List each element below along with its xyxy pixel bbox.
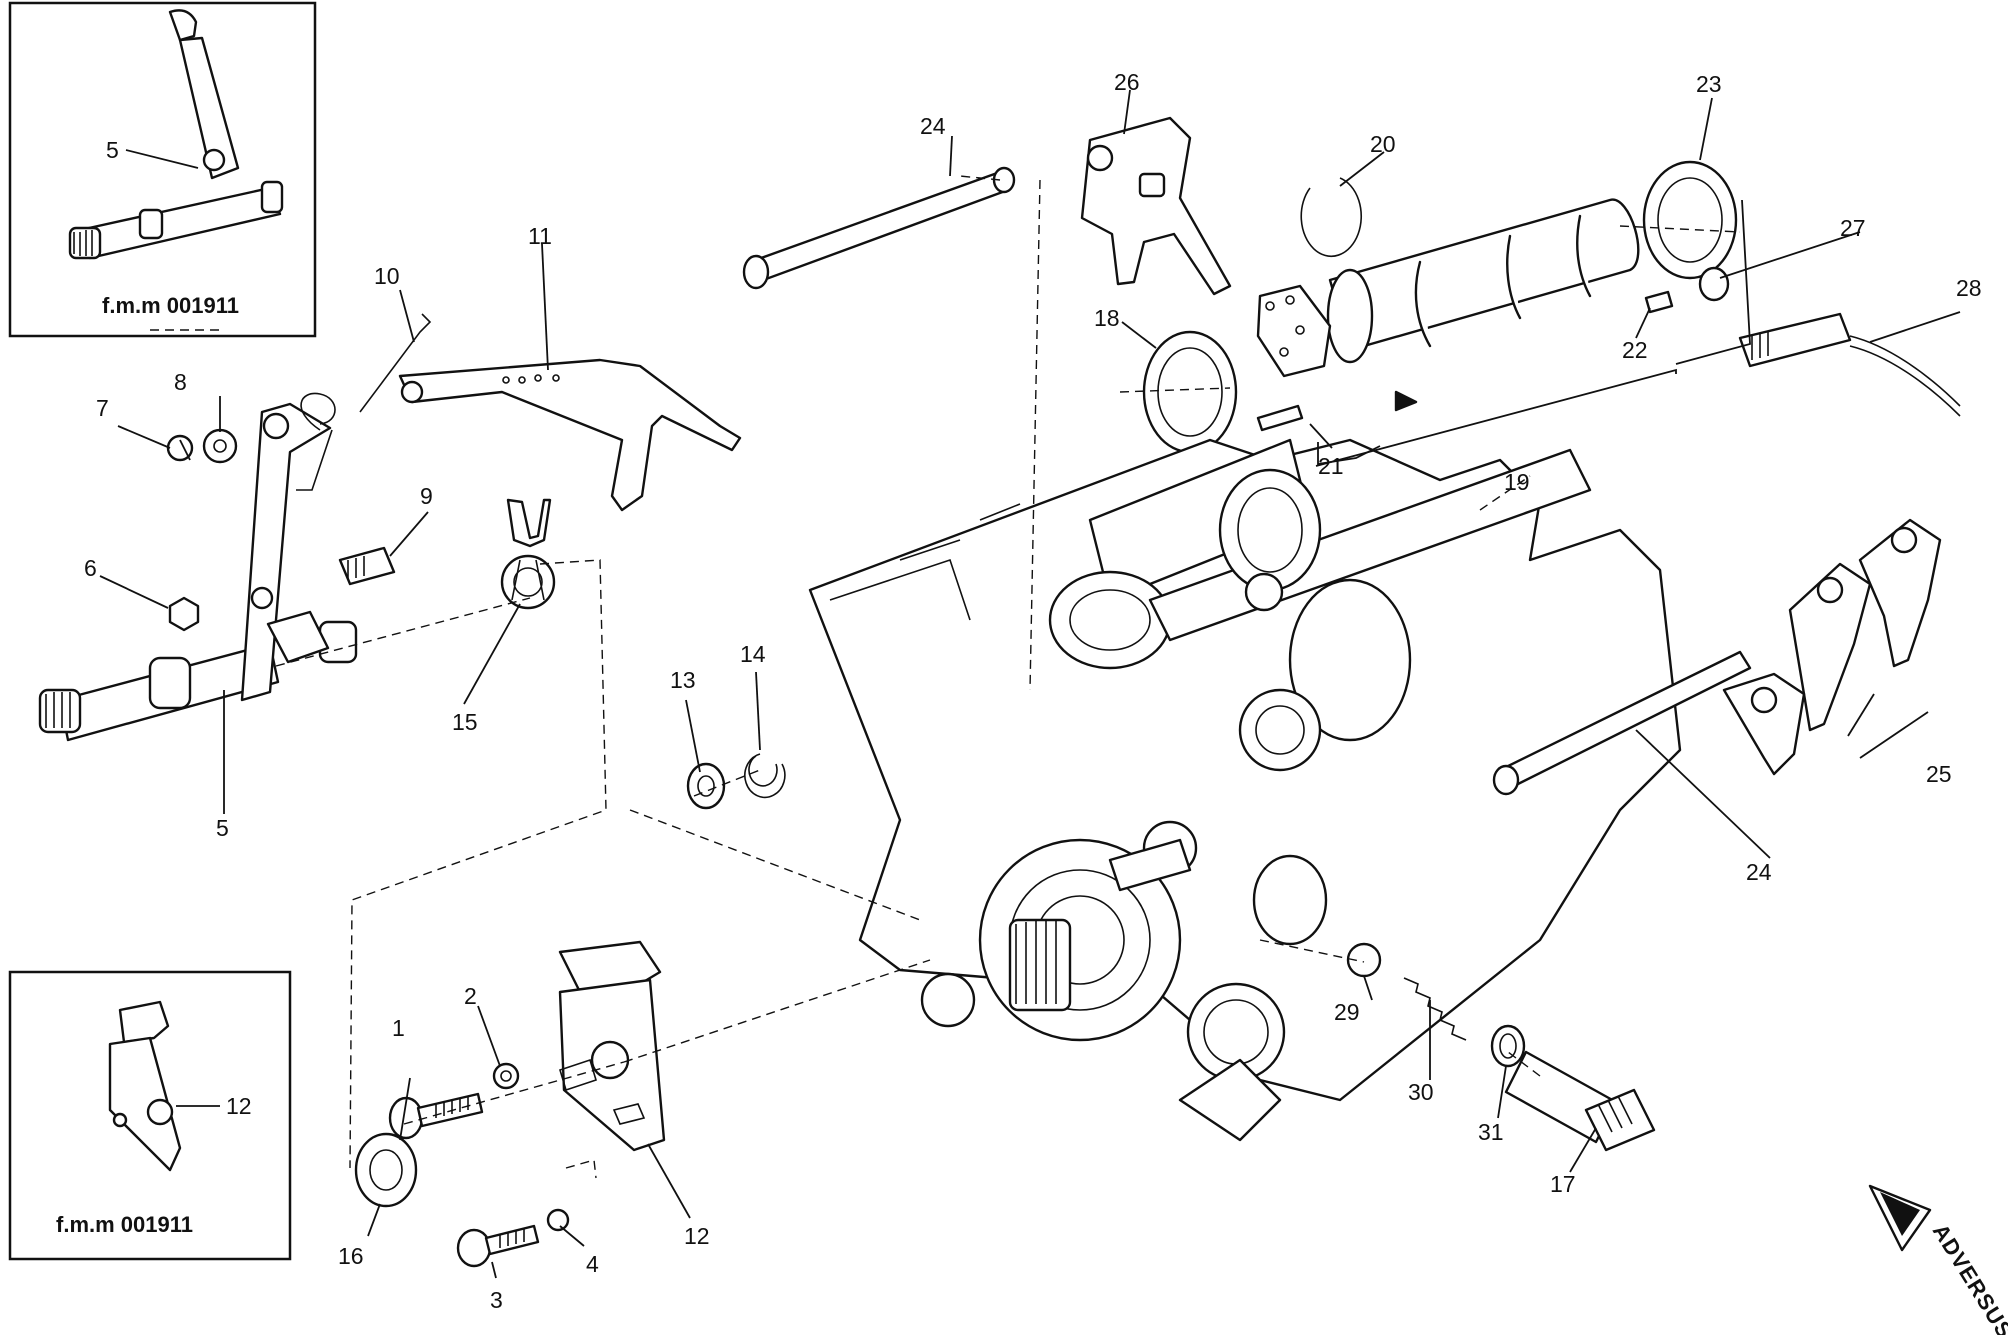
callout-8: 8 [174,369,187,395]
callout-19: 19 [1504,469,1530,495]
callout-17: 17 [1550,1171,1576,1197]
selector-drum-19 [1256,198,1640,412]
callout-18: 18 [1094,305,1120,331]
washers-13-14 [686,753,786,810]
spring-15 [500,498,556,610]
callout-14: 14 [740,641,766,667]
inset-1-caption: f.m.m 001911 [102,293,239,318]
inset-2-callout-12: 12 [226,1093,252,1119]
callout-25: 25 [1926,761,1952,787]
callout-2: 2 [464,983,477,1009]
inset-top-left: 5 f.m.m 001911 [8,1,317,338]
callout-15: 15 [452,709,478,735]
callout-5: 5 [216,815,229,841]
callout-1: 1 [392,1015,405,1041]
callout-3: 3 [490,1287,503,1313]
selector-claw-11 [398,358,742,512]
callout-9: 9 [420,483,433,509]
callout-20: 20 [1370,131,1396,157]
brand-logo: ADVERSUS [1868,1184,2008,1335]
callout-30: 30 [1408,1079,1434,1105]
callout-31: 31 [1478,1119,1504,1145]
bolts-and-washers [354,1062,570,1268]
inset-shift-lever-drawing [68,9,284,260]
callout-12: 12 [684,1223,710,1249]
callout-4: 4 [586,1251,599,1277]
callout-27: 27 [1840,215,1866,241]
callout-22: 22 [1622,337,1648,363]
small-parts-left [166,428,396,632]
dashed-axis-lines [275,175,1741,1179]
return-spring-10 [296,313,432,491]
callout-numbers: 1 2 3 4 5 6 7 8 9 10 11 12 13 14 15 16 1… [84,69,1982,1313]
callout-7: 7 [96,395,109,421]
shift-fork-rod-24-lower [1492,650,1752,796]
callout-10: 10 [374,263,400,289]
gearshift-shaft-assembly [38,402,358,742]
callout-26: 26 [1114,69,1140,95]
callout-23: 23 [1696,71,1722,97]
callout-21: 21 [1318,453,1344,479]
callout-11: 11 [528,223,552,249]
inset-2-caption: f.m.m 001911 [56,1212,193,1237]
fork-rod-24-top [742,166,1016,290]
callout-28: 28 [1956,275,1982,301]
brand-text: ADVERSUS [1928,1219,2008,1335]
crankcase [808,438,1682,1142]
shift-fork-26 [1080,116,1232,296]
leader-lines [99,89,1961,1279]
callout-13: 13 [670,667,696,693]
shift-forks-25 [1722,518,1942,776]
sensor-cable-27-28 [1738,312,1961,417]
inset-1-callout-5: 5 [106,137,119,163]
plunger-bolt-17 [1346,942,1656,1152]
callout-29: 29 [1334,999,1360,1025]
callout-6: 6 [84,555,97,581]
callout-16: 16 [338,1243,364,1269]
inset-bottom-left: 12 f.m.m 001911 [8,970,292,1261]
seals-rings [1142,160,1738,454]
callout-24-top: 24 [920,113,946,139]
shift-plate-12 [558,940,666,1152]
inset-shift-plate-drawing [108,1000,182,1172]
callout-24-lower: 24 [1746,859,1772,885]
